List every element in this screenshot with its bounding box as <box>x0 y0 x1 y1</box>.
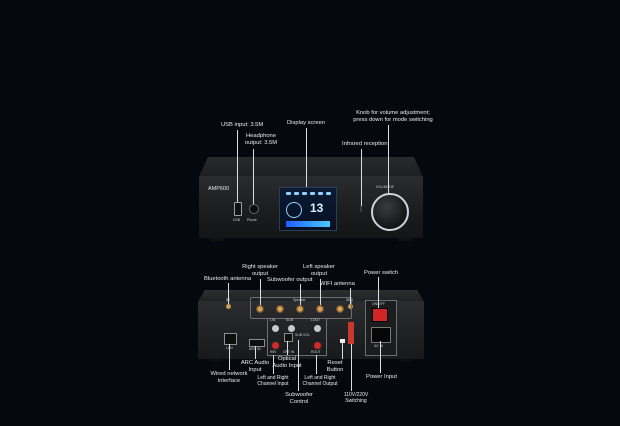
volume-knob <box>371 193 409 231</box>
label-bluetooth-antenna: Bluetooth antenna <box>204 276 252 282</box>
screen-level-bar <box>286 221 330 227</box>
label-reset-button: Reset Button <box>326 360 344 373</box>
ac-inlet <box>371 327 391 343</box>
lin-label: LIN <box>270 318 276 322</box>
usb-port <box>234 202 242 216</box>
front-foot-left <box>210 238 224 241</box>
right-speaker-terminal-1 <box>256 305 264 313</box>
label-power-switch: Power switch <box>364 270 399 276</box>
headphone-jack <box>249 204 259 214</box>
screen-icon-4 <box>310 192 315 195</box>
label-infrared: Infrared reception <box>342 141 388 147</box>
label-headphone-output: Headphone output: 3.5M <box>244 133 278 146</box>
label-left-speaker: Left speaker output <box>303 264 335 277</box>
label-voltage-switching: 110V/220V Switching <box>343 392 369 404</box>
wifi-antenna-connector <box>348 304 353 309</box>
screen-icon-2 <box>294 192 299 195</box>
leader-display <box>306 128 307 187</box>
rca-r-out <box>312 340 323 351</box>
label-subwoofer-control: Subwoofer Control <box>285 392 313 405</box>
label-display-screen: Display screen <box>287 120 326 126</box>
reset-button <box>340 339 345 343</box>
label-knob: Knob for volume adjustment; press down f… <box>353 110 433 123</box>
subwoofer-terminal-1 <box>296 305 304 313</box>
left-speaker-terminal-2 <box>336 305 344 313</box>
sub-label: SUB <box>286 318 293 322</box>
leader-bt <box>228 283 229 304</box>
display-screen: 13 <box>279 187 337 231</box>
screen-volume-value: 13 <box>310 201 324 215</box>
model-name: AMP600 <box>208 186 230 192</box>
leader-left-speaker <box>320 279 321 305</box>
rca-r-in <box>270 340 281 351</box>
leader-headphone <box>253 149 254 204</box>
rca-l-out <box>312 323 323 334</box>
sub-vol-label: SUB VOL <box>295 333 310 337</box>
wifi-label: WIFI <box>346 298 353 302</box>
leader-usb <box>237 130 238 202</box>
leader-infrared <box>361 149 362 206</box>
label-subwoofer-output: Subwoofer output <box>267 277 313 283</box>
bt-antenna-connector <box>226 304 231 309</box>
screen-icon-5 <box>318 192 323 195</box>
label-usb-input: USB input: 3.5M <box>221 122 264 128</box>
leader-lr-output <box>316 355 317 374</box>
front-foot-right <box>398 238 412 241</box>
rear-foot-left <box>210 359 222 362</box>
opt-in-label: OPT IN <box>283 350 295 354</box>
rca-io-panel <box>267 318 327 356</box>
front-top-cover <box>199 157 423 177</box>
leader-power-switch <box>378 277 379 308</box>
lan-port <box>224 333 237 345</box>
screen-dial-icon <box>286 202 302 218</box>
label-wifi-antenna: WIFI antenna <box>320 281 355 287</box>
rout-label: ROUT <box>311 350 321 354</box>
leader-wifi <box>350 288 351 304</box>
optical-port <box>284 333 293 342</box>
label-optical-audio-input: Optical Audio Input <box>272 356 302 369</box>
leader-arc <box>255 346 256 359</box>
acin-label: AC IN <box>374 344 384 348</box>
screen-icon-3 <box>302 192 307 195</box>
leader-knob <box>388 125 389 193</box>
label-power-input: Power Input <box>366 374 397 380</box>
power-rocker-switch <box>372 308 388 322</box>
rca-l-in <box>270 323 281 334</box>
label-wired-network: Wired network interface <box>210 371 248 384</box>
leader-lr-input <box>273 355 274 374</box>
leader-power-input <box>380 341 381 373</box>
hdmi-arc-port <box>249 339 265 347</box>
right-speaker-terminal-2 <box>276 305 284 313</box>
usb-port-label: USB <box>233 218 240 222</box>
screen-icon-1 <box>286 192 291 195</box>
leader-voltage <box>351 344 352 391</box>
leader-optical <box>287 341 288 355</box>
rear-top-cover <box>198 290 424 302</box>
left-speaker-terminal-1 <box>316 305 324 313</box>
rear-foot-right <box>400 359 412 362</box>
rin-label: RIN <box>270 350 276 354</box>
leader-sub-control <box>298 340 299 391</box>
leader-lan <box>229 344 230 370</box>
label-lr-channel-output: Left and Right Channel Output <box>302 375 338 387</box>
leader-reset <box>342 343 343 359</box>
knob-label: VOL/MODE <box>376 185 394 189</box>
leader-right-speaker <box>260 279 261 305</box>
label-arc-audio-input: ARC Audio Input <box>240 360 270 373</box>
lout-label: LOUT <box>311 318 321 322</box>
label-right-speaker: Right speaker output <box>242 264 278 277</box>
label-lr-channel-input: Left and Right Channel Input <box>257 375 289 387</box>
voltage-switch <box>348 322 354 344</box>
leader-subwoofer <box>300 284 301 305</box>
screen-icon-6 <box>326 192 331 195</box>
speaker-label: Speaker <box>293 298 306 302</box>
arc-in-label: ARC IN <box>249 347 261 351</box>
headphone-jack-label: Phone <box>247 218 257 222</box>
infrared-sensor <box>360 206 362 212</box>
